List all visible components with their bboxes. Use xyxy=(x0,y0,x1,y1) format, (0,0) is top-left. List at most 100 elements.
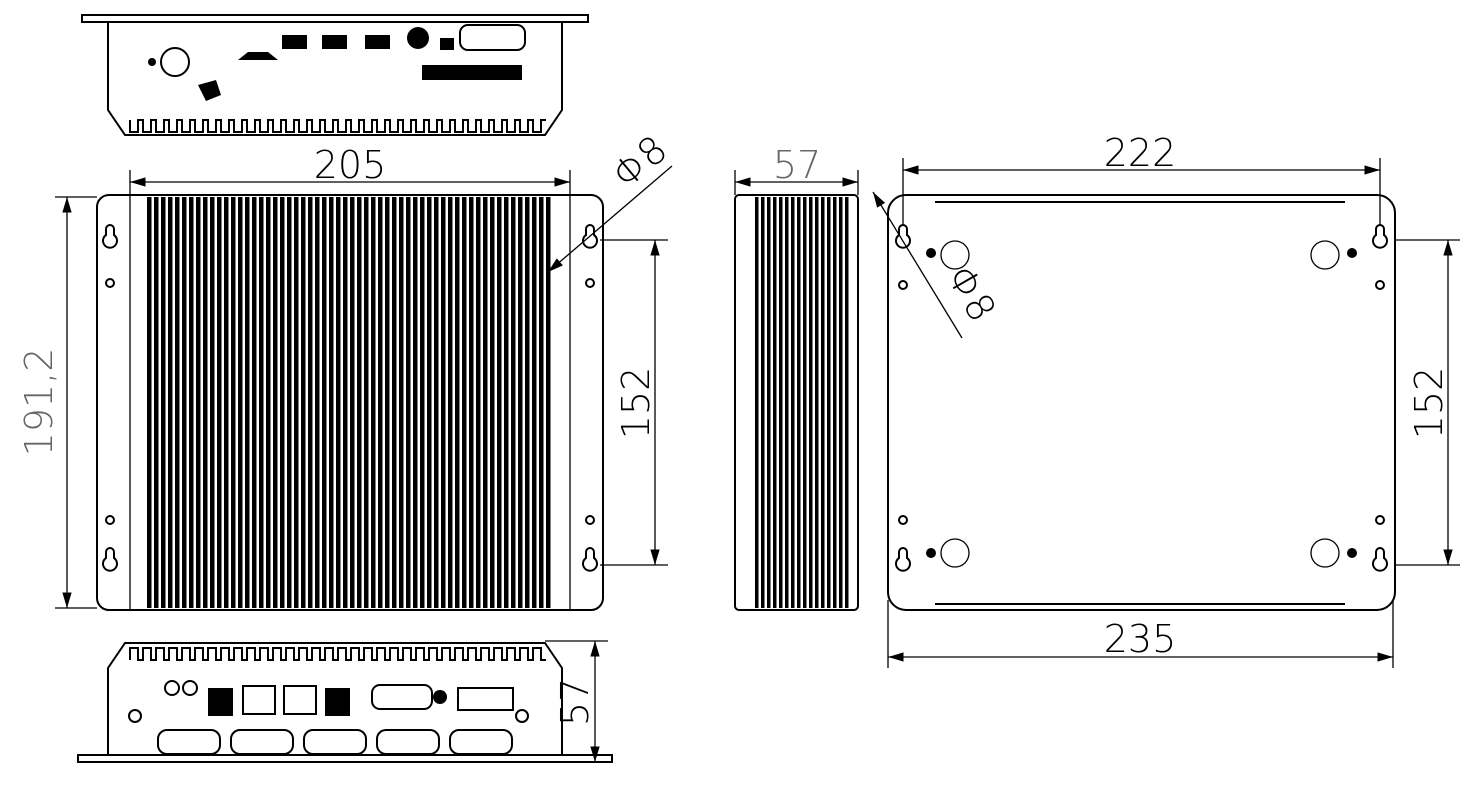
keyhole-mount xyxy=(895,546,911,572)
rear-panel-view xyxy=(81,14,589,136)
fin xyxy=(511,197,516,608)
fin xyxy=(504,197,509,608)
depth-dimension: 57 xyxy=(773,143,821,187)
vga-port xyxy=(371,684,433,710)
keyhole-mount xyxy=(582,223,598,249)
fin xyxy=(308,197,313,608)
com-port xyxy=(230,729,294,755)
fin xyxy=(525,197,530,608)
fin xyxy=(203,197,208,608)
fin xyxy=(238,197,243,608)
plate-hole-diameter-dimension: Φ8 xyxy=(938,258,1005,329)
fin xyxy=(217,197,222,608)
fin xyxy=(329,197,334,608)
com-port xyxy=(376,729,440,755)
gpio-terminal xyxy=(422,65,522,80)
fin xyxy=(266,197,271,608)
fin xyxy=(210,197,215,608)
fin xyxy=(546,197,551,608)
fin xyxy=(441,197,446,608)
hole-pitch-dimension: 222 xyxy=(1104,131,1177,175)
screw-hole xyxy=(1310,240,1340,270)
com-port xyxy=(449,729,513,755)
top-fins xyxy=(129,119,546,133)
fin xyxy=(343,197,348,608)
keyhole-mount xyxy=(102,223,118,249)
fin xyxy=(322,197,327,608)
keyhole-mount xyxy=(1372,546,1388,572)
fin xyxy=(161,197,166,608)
hole-diameter-dimension: Φ8 xyxy=(604,127,676,197)
fin xyxy=(767,197,771,608)
fin xyxy=(168,197,173,608)
fin xyxy=(469,197,474,608)
keyhole-mount xyxy=(102,546,118,572)
antenna-port xyxy=(238,52,278,60)
lan-port xyxy=(283,685,317,715)
fin xyxy=(350,197,355,608)
keyhole-mount xyxy=(895,223,911,249)
fin xyxy=(755,197,759,608)
screw-hole xyxy=(1310,538,1340,568)
com-port xyxy=(157,729,221,755)
usb-port xyxy=(325,688,350,716)
fin xyxy=(797,197,801,608)
fin xyxy=(773,197,777,608)
fin xyxy=(539,197,544,608)
fin xyxy=(378,197,383,608)
lan-port xyxy=(242,685,276,715)
fin xyxy=(175,197,180,608)
fin xyxy=(259,197,264,608)
power-terminal xyxy=(457,687,514,711)
serial-port xyxy=(459,24,526,51)
fin xyxy=(357,197,362,608)
fin xyxy=(364,197,369,608)
fin xyxy=(827,197,831,608)
keyhole-mount xyxy=(582,546,598,572)
height-dimension: 191,2 xyxy=(17,348,61,457)
fin xyxy=(252,197,257,608)
fin xyxy=(476,197,481,608)
fin xyxy=(483,197,488,608)
bottom-plate-view: 222 235 152 Φ8 xyxy=(872,131,1460,668)
screw-hole xyxy=(940,240,970,270)
heatsink-fins xyxy=(147,197,551,608)
fin xyxy=(224,197,229,608)
fin xyxy=(280,197,285,608)
fin xyxy=(399,197,404,608)
fin xyxy=(779,197,783,608)
fin xyxy=(803,197,807,608)
fin xyxy=(189,197,194,608)
fin xyxy=(427,197,432,608)
fin xyxy=(497,197,502,608)
width-dimension: 205 xyxy=(314,143,387,187)
fin xyxy=(761,197,765,608)
fin xyxy=(287,197,292,608)
fin xyxy=(336,197,341,608)
fin xyxy=(154,197,159,608)
fin xyxy=(434,197,439,608)
io-height-dimension: 57 xyxy=(553,678,597,726)
fin xyxy=(196,197,201,608)
usb-port xyxy=(208,688,233,716)
side-view: 57 xyxy=(734,143,859,611)
keyhole-mount xyxy=(1372,223,1388,249)
plate-hole-spacing-dimension: 152 xyxy=(1407,367,1451,440)
fin xyxy=(294,197,299,608)
hole-spacing-dimension: 152 xyxy=(614,367,658,440)
fin xyxy=(821,197,825,608)
fin xyxy=(490,197,495,608)
fin xyxy=(147,197,152,608)
fin xyxy=(413,197,418,608)
screw-hole xyxy=(940,538,970,568)
fin xyxy=(231,197,236,608)
fin xyxy=(448,197,453,608)
fin xyxy=(532,197,537,608)
io-panel-view: 57 xyxy=(77,640,613,763)
fin xyxy=(301,197,306,608)
fin xyxy=(455,197,460,608)
fin xyxy=(273,197,278,608)
fin xyxy=(845,197,849,608)
